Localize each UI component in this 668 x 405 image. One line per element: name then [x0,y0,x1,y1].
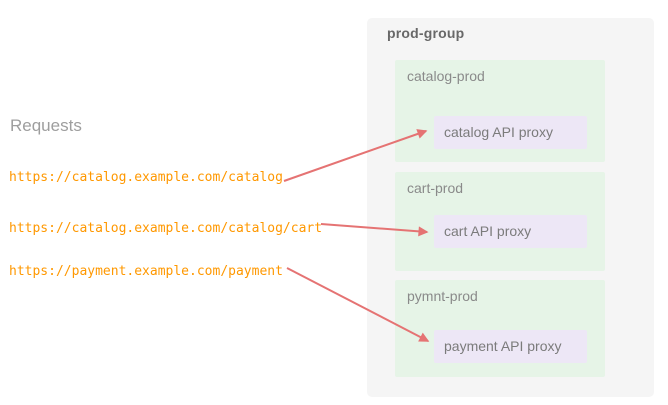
proxy-label: cart API proxy [444,223,532,239]
proxy-box-catalog: catalog API proxy [434,116,587,149]
environment-label: cart-prod [407,180,464,196]
environment-label: pymnt-prod [407,288,478,304]
prod-group-title: prod-group [387,25,465,41]
proxy-label: catalog API proxy [444,124,553,140]
proxy-label: payment API proxy [444,338,562,354]
request-url-catalog-cart: https://catalog.example.com/catalog/cart [9,221,323,236]
environment-label: catalog-prod [407,68,485,84]
request-url-payment: https://payment.example.com/payment [9,264,283,279]
requests-title: Requests [10,116,82,135]
proxy-box-payment: payment API proxy [434,330,587,363]
request-url-catalog: https://catalog.example.com/catalog [9,170,283,185]
proxy-box-cart: cart API proxy [434,215,587,248]
